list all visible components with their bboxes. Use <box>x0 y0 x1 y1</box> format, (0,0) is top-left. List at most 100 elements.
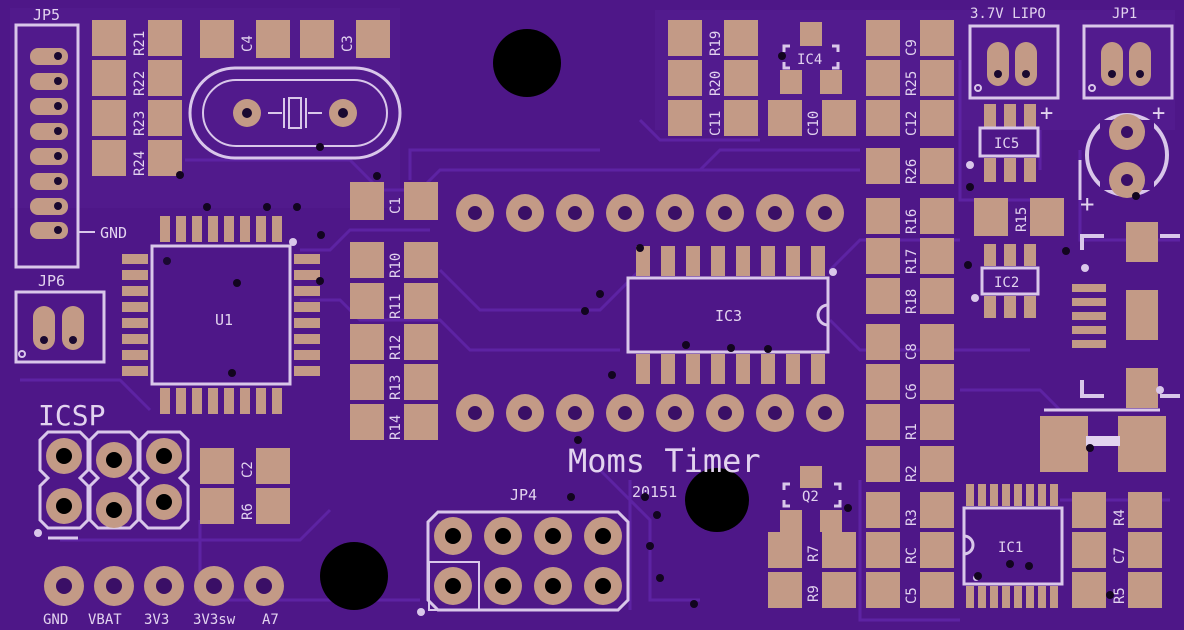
r15-pads <box>974 198 1064 236</box>
c4-c3-pads <box>200 20 390 58</box>
ic3-label: IC3 <box>715 307 742 325</box>
resistor-array-c9-r26 <box>866 20 954 184</box>
r16-label: R16 <box>904 209 920 234</box>
jp4-label: JP4 <box>510 486 537 504</box>
pin-3v3-label: 3V3 <box>144 612 169 628</box>
display-header-top <box>456 194 844 232</box>
c6-label: C6 <box>904 383 920 400</box>
u1-label: U1 <box>215 311 233 329</box>
c12-label: C12 <box>904 111 920 136</box>
r18-label: R18 <box>904 289 920 314</box>
resistor-array-r16-r18 <box>866 198 954 314</box>
c1-pads <box>350 182 438 220</box>
r14-label: R14 <box>388 415 404 440</box>
c1-label: C1 <box>388 197 404 214</box>
ic4-label: IC4 <box>797 52 822 68</box>
r10-label: R10 <box>388 253 404 278</box>
crystal-oscillator <box>188 66 402 160</box>
ic2-chip <box>980 244 1040 318</box>
r23-label: R23 <box>132 111 148 136</box>
jp1-connector <box>1082 24 1174 100</box>
electrolytic-capacitor <box>1078 113 1169 200</box>
q2-label: Q2 <box>802 489 819 505</box>
slide-switch <box>1072 222 1180 408</box>
jp5-header <box>14 23 95 269</box>
ic1-label: IC1 <box>998 540 1023 556</box>
jp6-connector <box>14 290 106 364</box>
rc-label: RC <box>904 547 920 564</box>
board-title: Moms Timer <box>568 442 761 480</box>
resistor-array-r4-r5 <box>1072 492 1162 608</box>
ic2-label: IC2 <box>994 275 1019 291</box>
r21-label: R21 <box>132 31 148 56</box>
pin-3v3sw-label: 3V3sw <box>193 612 236 628</box>
r15-label: R15 <box>1014 207 1030 232</box>
power-pins <box>44 566 284 606</box>
q2-transistor <box>780 466 842 532</box>
jp5-label: JP5 <box>33 6 60 24</box>
gnd-label: GND <box>100 224 127 242</box>
fiducials <box>289 161 1164 394</box>
c5-label: C5 <box>904 587 920 604</box>
jp6-label: JP6 <box>38 272 65 290</box>
pin-vbat-label: VBAT <box>88 612 122 628</box>
r13-label: R13 <box>388 375 404 400</box>
resistor-array-r21-r24 <box>92 20 182 176</box>
cap-plus-label: + <box>1080 190 1094 218</box>
r22-label: R22 <box>132 71 148 96</box>
mounting-hole-center <box>685 468 749 532</box>
r2-label: R2 <box>904 465 920 482</box>
r5-label: R5 <box>1112 587 1128 604</box>
pin-a7-label: A7 <box>262 612 279 628</box>
diode <box>1040 408 1166 472</box>
c2-r6-pads <box>200 448 290 524</box>
resistor-array-r3-c5 <box>866 492 954 608</box>
c8-label: C8 <box>904 343 920 360</box>
r24-label: R24 <box>132 151 148 176</box>
r3-label: R3 <box>904 509 920 526</box>
lipo-label: 3.7V LIPO <box>970 6 1046 22</box>
r26-label: R26 <box>904 159 920 184</box>
r20-label: R20 <box>708 71 724 96</box>
resistor-array-r10-r14 <box>350 242 438 440</box>
icsp-label: ICSP <box>38 399 105 432</box>
c4-label: C4 <box>240 35 256 52</box>
c2-label: C2 <box>240 461 256 478</box>
c7-label: C7 <box>1112 547 1128 564</box>
mounting-hole-bottom <box>320 542 388 610</box>
lipo-connector <box>968 24 1060 100</box>
pin-gnd-label: GND <box>43 612 68 628</box>
jp1-label: JP1 <box>1112 6 1137 22</box>
icsp-header <box>34 430 190 540</box>
r19-label: R19 <box>708 31 724 56</box>
r7-r9-pads <box>768 532 856 608</box>
r25-label: R25 <box>904 71 920 96</box>
mounting-hole-top <box>493 29 561 97</box>
resistor-array-c8-r2 <box>866 324 954 482</box>
c3-label: C3 <box>340 35 356 52</box>
jp4-header <box>417 510 630 616</box>
r6-label: R6 <box>240 503 256 520</box>
ic5-chip <box>978 104 1040 182</box>
ic3-chip <box>626 246 830 384</box>
vias <box>176 52 1140 608</box>
c9-label: C9 <box>904 39 920 56</box>
ic1-chip <box>962 484 1064 608</box>
r1-label: R1 <box>904 423 920 440</box>
ic5-label: IC5 <box>994 136 1019 152</box>
display-header-bottom <box>456 394 844 432</box>
c10-label: C10 <box>806 111 822 136</box>
r17-label: R17 <box>904 249 920 274</box>
jp1-plus-label: + <box>1152 101 1165 126</box>
lipo-plus-label: + <box>1040 101 1053 126</box>
r11-label: R11 <box>388 294 404 319</box>
c10-pads <box>768 100 856 136</box>
ic4-chip <box>780 22 842 94</box>
r7-label: R7 <box>806 545 822 562</box>
r12-label: R12 <box>388 335 404 360</box>
r9-label: R9 <box>806 585 822 602</box>
r4-label: R4 <box>1112 509 1128 526</box>
board-date: 20151 <box>632 483 677 501</box>
